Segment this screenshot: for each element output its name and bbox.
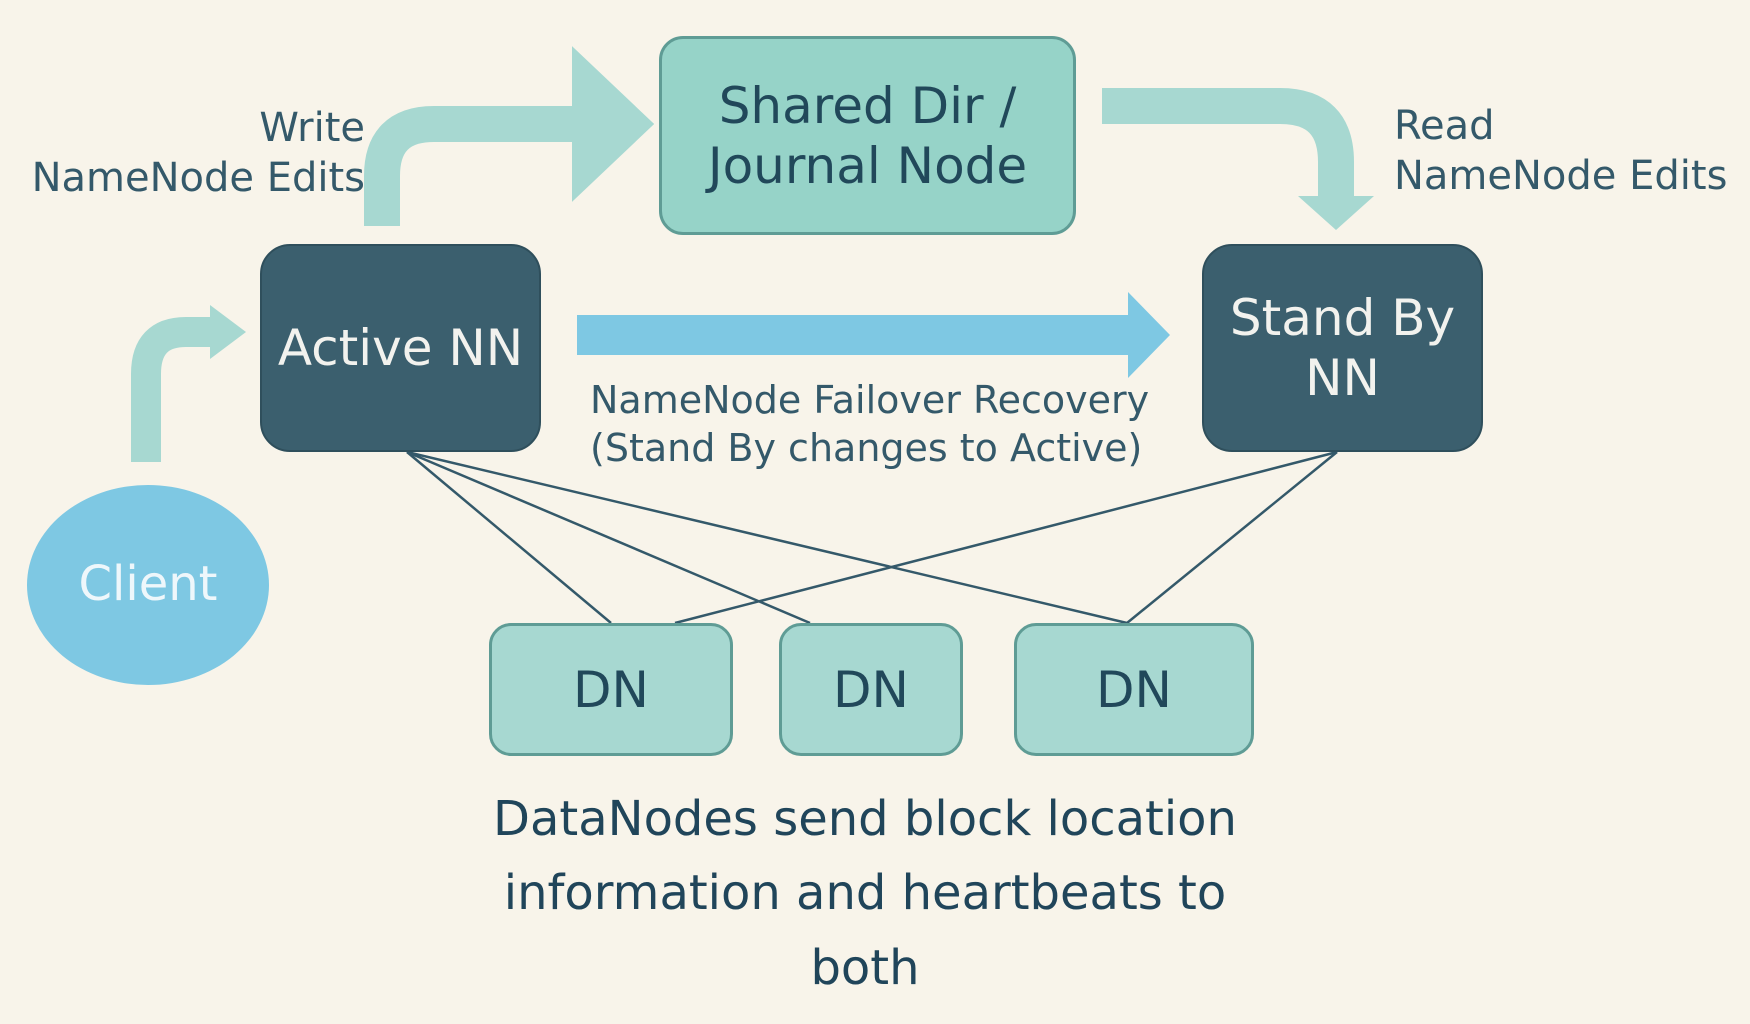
- write-arrow: [364, 46, 655, 226]
- client-arrow-head: [210, 305, 246, 359]
- caption-line3: both: [810, 939, 920, 996]
- standby-namenode-line1: Stand By: [1229, 289, 1456, 347]
- datanode-caption: DataNodes send block location informatio…: [400, 782, 1330, 1005]
- failover-arrow-head: [1128, 292, 1170, 378]
- client-label: Client: [78, 556, 218, 613]
- datanode-label-3: DN: [1096, 660, 1172, 719]
- write-label-line1: Write: [259, 105, 365, 151]
- link-active-dn1: [406, 451, 612, 624]
- active-namenode-label: Active NN: [277, 319, 524, 377]
- journal-node-box[interactable]: Shared Dir / Journal Node: [659, 36, 1076, 235]
- failover-arrow-shaft: [577, 315, 1132, 355]
- failover-label-line2: (Stand By changes to Active): [590, 425, 1143, 470]
- link-standby-dn1: [674, 450, 1338, 625]
- caption-line2: information and heartbeats to: [503, 865, 1227, 922]
- link-active-dn2: [406, 450, 811, 625]
- datanode-links: [406, 450, 1338, 625]
- datanode-label-2: DN: [833, 660, 909, 719]
- link-standby-dn3: [1126, 451, 1338, 624]
- write-edits-label: Write NameNode Edits: [20, 103, 365, 203]
- read-arrow: [1102, 88, 1354, 202]
- write-label-line2: NameNode Edits: [31, 155, 365, 201]
- standby-namenode-line2: NN: [1305, 349, 1380, 407]
- datanode-box-3[interactable]: DN: [1014, 623, 1254, 756]
- read-label-line2: NameNode Edits: [1394, 153, 1728, 199]
- datanode-box-2[interactable]: DN: [779, 623, 963, 756]
- client-arrow: [131, 317, 210, 462]
- caption-line1: DataNodes send block location: [493, 791, 1237, 847]
- datanode-label-1: DN: [573, 660, 649, 719]
- journal-node-line2: Journal Node: [707, 136, 1028, 195]
- journal-node-line1: Shared Dir /: [718, 76, 1017, 135]
- standby-namenode-box[interactable]: Stand By NN: [1202, 244, 1483, 452]
- client-node[interactable]: Client: [27, 485, 269, 685]
- read-label-line1: Read: [1394, 103, 1495, 149]
- read-edits-label: Read NameNode Edits: [1394, 101, 1727, 201]
- failover-recovery-label: NameNode Failover Recovery (Stand By cha…: [590, 377, 1149, 472]
- active-namenode-box[interactable]: Active NN: [260, 244, 541, 452]
- datanode-box-1[interactable]: DN: [489, 623, 733, 756]
- read-arrow-head: [1298, 196, 1374, 230]
- link-active-dn3: [406, 450, 1128, 625]
- failover-label-line1: NameNode Failover Recovery: [590, 378, 1150, 422]
